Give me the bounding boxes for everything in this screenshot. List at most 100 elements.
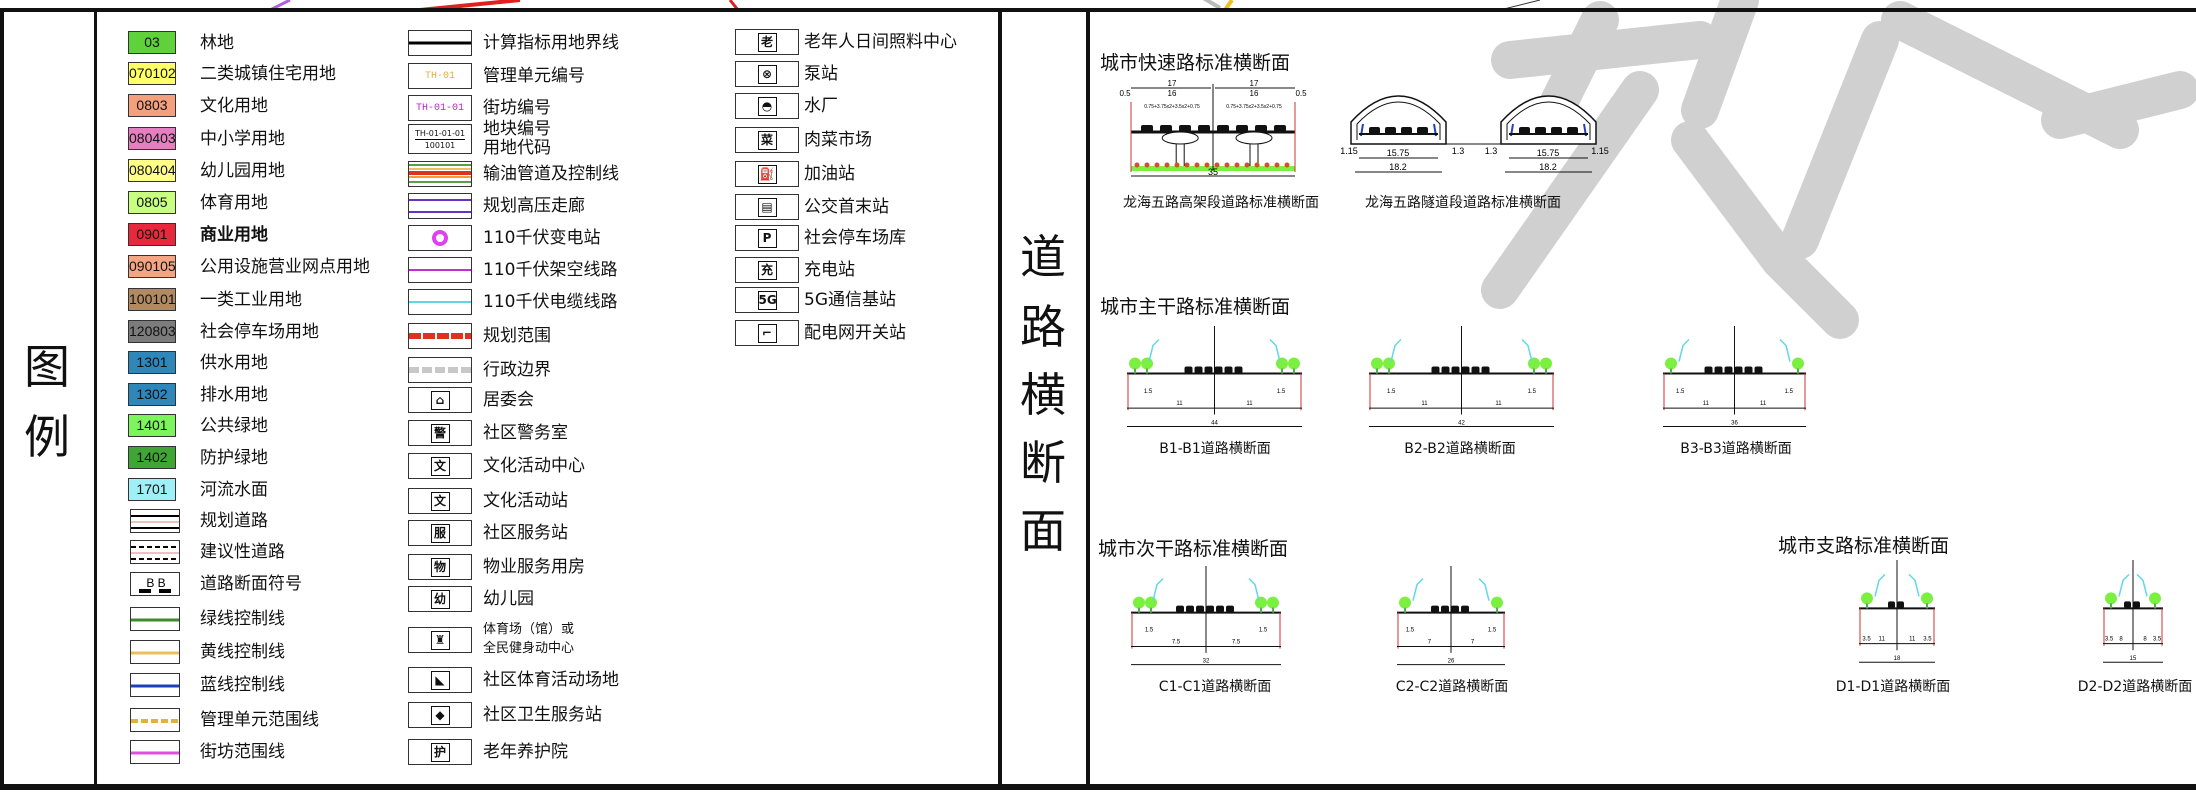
facility-9-icon: ⌐ bbox=[757, 323, 777, 343]
section-caption: 龙海五路隧道段道路标准横断面 bbox=[1365, 195, 1561, 211]
dim-label: 11 bbox=[1495, 401, 1502, 407]
facility-label: 社会停车场库 bbox=[804, 228, 906, 248]
group-title-expressway: 城市快速路标准横断面 bbox=[1100, 52, 1291, 74]
dim-label: 18 bbox=[1894, 656, 1901, 662]
dim-label: 3.5 bbox=[1923, 636, 1932, 642]
landuse-label: 二类城镇住宅用地 bbox=[200, 64, 336, 84]
facility-5-icon: ▤ bbox=[757, 197, 777, 217]
facility-label: 水厂 bbox=[804, 96, 838, 116]
dim-label: 26 bbox=[1448, 658, 1455, 664]
dim-label: 8 bbox=[2119, 636, 2123, 642]
dim-label: 44 bbox=[1211, 420, 1218, 426]
dim-label: 1.5 bbox=[1145, 628, 1154, 634]
ring-line-icon bbox=[432, 230, 448, 246]
dim-label: 1.15 bbox=[1591, 146, 1609, 156]
symbol-box: ⊗ bbox=[735, 61, 799, 87]
landuse-swatch: 03 bbox=[128, 31, 176, 54]
facility-label: 配电网开关站 bbox=[804, 323, 906, 343]
symbol-box: ⌐ bbox=[735, 320, 799, 346]
symbol-box: TH-01 bbox=[408, 63, 472, 89]
line-line-icon bbox=[409, 301, 471, 303]
symbol-box: ⌂ bbox=[408, 387, 472, 413]
dim-label: 17 bbox=[1250, 79, 1259, 88]
section-symbol-text: B B bbox=[146, 576, 165, 590]
facility-label: 肉菜市场 bbox=[804, 130, 872, 150]
code-sample: TH-01-01 bbox=[415, 102, 464, 114]
dim-label: 0.5 bbox=[1295, 89, 1307, 98]
facility-14-icon: 文 bbox=[430, 491, 450, 511]
facility-label: 充电站 bbox=[804, 260, 855, 280]
dim-label: 1.3 bbox=[1452, 146, 1465, 156]
dim-label: 1.5 bbox=[1144, 389, 1153, 395]
symbol-label-2: 全民健身动中心 bbox=[483, 641, 575, 656]
symbol-box: ◓ bbox=[735, 93, 799, 119]
frame-border-left bbox=[0, 8, 4, 790]
facility-6-icon: P bbox=[757, 228, 777, 248]
facility-1-icon: ⊗ bbox=[757, 64, 777, 84]
section-caption: D2-D2道路横断面 bbox=[2077, 679, 2193, 695]
dim-label: 7.5 bbox=[1232, 639, 1241, 645]
line-legend-label: 建议性道路 bbox=[200, 542, 285, 562]
symbol-box bbox=[408, 30, 472, 56]
line-symbol-solid-icon bbox=[130, 740, 180, 764]
group-title-arterial: 城市主干路标准横断面 bbox=[1100, 296, 1291, 318]
frame-border-bottom bbox=[0, 784, 2196, 790]
facility-2-icon: ◓ bbox=[757, 96, 777, 116]
symbol-label: 规划高压走廊 bbox=[483, 196, 585, 216]
symbol-label: 文化活动中心 bbox=[483, 456, 585, 476]
symbol-label: 社区服务站 bbox=[483, 523, 568, 543]
section-caption: B1-B1道路横断面 bbox=[1159, 441, 1271, 457]
code-sample: TH-01 bbox=[424, 70, 455, 82]
symbol-label: 110千伏变电站 bbox=[483, 228, 601, 248]
symbol-box: ▤ bbox=[735, 194, 799, 220]
landuse-swatch: 1401 bbox=[128, 414, 176, 437]
line-legend-label: 街坊范围线 bbox=[200, 742, 285, 762]
symbol-label: 物业服务用房 bbox=[483, 557, 585, 577]
oil-line-icon bbox=[409, 164, 471, 183]
section-caption: 龙海五路高架段道路标准横断面 bbox=[1123, 195, 1319, 211]
facility-12-icon: 警 bbox=[430, 423, 450, 443]
dim-label: 1.5 bbox=[1259, 628, 1268, 634]
line-symbol-dash-icon bbox=[130, 708, 180, 732]
road-title-char: 横 bbox=[1020, 368, 1066, 422]
dim-label: 1.3 bbox=[1485, 146, 1498, 156]
group-title-secondary: 城市次干路标准横断面 bbox=[1098, 538, 1289, 560]
grayband-line-icon bbox=[409, 367, 471, 373]
landuse-label: 社会停车场用地 bbox=[200, 322, 319, 342]
dim-label: 1.5 bbox=[1406, 628, 1415, 634]
plot-code-sample: TH-01-01-01 bbox=[414, 128, 466, 140]
landuse-label: 供水用地 bbox=[200, 353, 268, 373]
facility-label: 加油站 bbox=[804, 164, 855, 184]
dim-label: 11 bbox=[1246, 401, 1253, 407]
facility-18-icon: ♜ bbox=[430, 630, 450, 650]
divider-road-title bbox=[1086, 10, 1090, 786]
symbol-label: 老年养护院 bbox=[483, 742, 568, 762]
facility-13-icon: 文 bbox=[430, 456, 450, 476]
landuse-label: 幼儿园用地 bbox=[200, 161, 285, 181]
dim-label: 7.5 bbox=[1172, 639, 1181, 645]
dim-label: 11 bbox=[1760, 401, 1767, 407]
line-legend-label: 道路断面符号 bbox=[200, 574, 302, 594]
landuse-swatch: 120803 bbox=[128, 320, 176, 343]
divider-legend-road bbox=[998, 10, 1002, 786]
blackline-line-icon bbox=[409, 41, 471, 45]
facility-4-icon: ⛽ bbox=[757, 164, 777, 184]
facility-label: 5G通信基站 bbox=[804, 290, 896, 310]
facility-17-icon: 幼 bbox=[430, 589, 450, 609]
landuse-swatch: 070102 bbox=[128, 62, 176, 85]
dim-label: 1.5 bbox=[1528, 389, 1537, 395]
symbol-box: 警 bbox=[408, 420, 472, 446]
road-title-char: 道 bbox=[1020, 230, 1066, 284]
landuse-label: 中小学用地 bbox=[200, 129, 285, 149]
dim-label: 11 bbox=[1703, 401, 1710, 407]
dim-label: 1.5 bbox=[1676, 389, 1685, 395]
symbol-label: 管理单元编号 bbox=[483, 66, 585, 86]
symbol-box: ◣ bbox=[408, 667, 472, 693]
dim-label: 11 bbox=[1421, 401, 1428, 407]
landuse-swatch: 1301 bbox=[128, 351, 176, 374]
